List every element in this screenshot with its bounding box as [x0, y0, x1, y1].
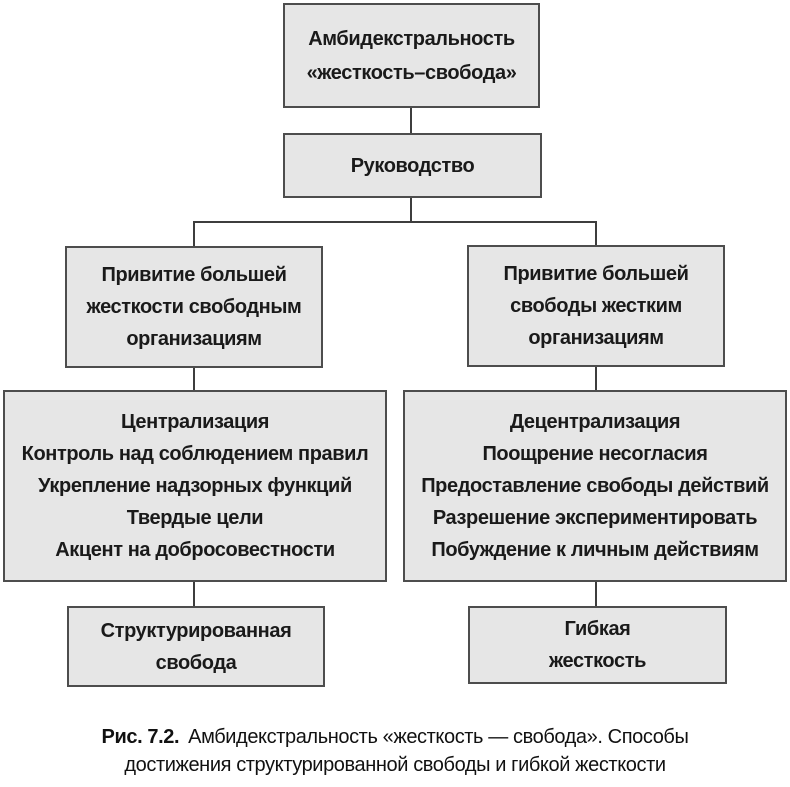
- detail-right-item3: Предоставление свободы действий: [421, 475, 769, 497]
- connector-detail-left-to-result: [193, 580, 195, 607]
- connector-detail-right-to-result: [595, 580, 597, 607]
- detail-right-item2: Поощрение несогласия: [482, 443, 708, 465]
- node-ambidexterity-line2: «жесткость–свобода»: [306, 61, 517, 84]
- detail-left-item2: Контроль над соблюдением правил: [21, 443, 369, 465]
- figure-caption-line2: достижения структурированной свободы и г…: [124, 754, 666, 776]
- node-branch-left-line3: организациям: [126, 328, 262, 350]
- connector-split-left-down: [193, 221, 195, 247]
- node-leadership-label: Руководство: [350, 154, 475, 177]
- figure-caption-line1: Рис. 7.2. Амбидекстральность «жесткость —…: [0, 723, 790, 751]
- node-result-left: Структурированная свобода: [67, 606, 325, 687]
- node-result-right-line2: жесткость: [548, 650, 646, 672]
- node-leadership: Руководство: [283, 133, 542, 198]
- node-result-right-line1: Гибкая: [564, 618, 631, 640]
- detail-right-item4: Разрешение экспериментировать: [432, 507, 758, 529]
- node-result-left-line2: свобода: [155, 651, 237, 674]
- node-ambidexterity-line1: Амбидекстральность: [308, 27, 515, 50]
- figure-caption: Рис. 7.2. Амбидекстральность «жесткость —…: [0, 723, 790, 779]
- figure-caption-text1: Амбидекстральность «жесткость — свобода»…: [188, 726, 689, 748]
- detail-left-item1: Централизация: [120, 411, 270, 433]
- node-branch-left-line1: Привитие большей: [101, 264, 287, 286]
- detail-right-item1: Децентрализация: [509, 411, 681, 433]
- detail-left-item3: Укрепление надзорных функций: [38, 475, 352, 497]
- node-detail-left: Централизация Контроль над соблюдением п…: [3, 390, 387, 582]
- node-branch-right-line1: Привитие большей: [503, 263, 689, 285]
- node-branch-left: Привитие большей жесткости свободным орг…: [65, 246, 323, 368]
- node-branch-right: Привитие большей свободы жестким организ…: [467, 245, 725, 367]
- node-ambidexterity: Амбидекстральность «жесткость–свобода»: [283, 3, 540, 108]
- figure-caption-number: Рис. 7.2.: [101, 726, 180, 748]
- connector-split-right-down: [595, 221, 597, 246]
- connector-branch-left-to-detail: [193, 366, 195, 391]
- connector-root-to-leadership: [410, 107, 412, 134]
- connector-leadership-down: [410, 197, 412, 223]
- detail-right-item5: Побуждение к личным действиям: [431, 539, 759, 561]
- node-branch-right-line2: свободы жестким: [510, 295, 682, 317]
- node-result-left-line1: Структурированная: [100, 619, 292, 642]
- node-branch-left-line2: жесткости свободным: [86, 296, 302, 318]
- detail-left-item4: Твердые цели: [126, 507, 264, 529]
- node-detail-right: Децентрализация Поощрение несогласия Пре…: [403, 390, 787, 582]
- connector-split-horizontal: [193, 221, 597, 223]
- detail-left-item5: Акцент на добросовестности: [55, 539, 335, 561]
- connector-branch-right-to-detail: [595, 365, 597, 391]
- node-branch-right-line3: организациям: [528, 327, 664, 349]
- node-result-right: Гибкая жесткость: [468, 606, 727, 684]
